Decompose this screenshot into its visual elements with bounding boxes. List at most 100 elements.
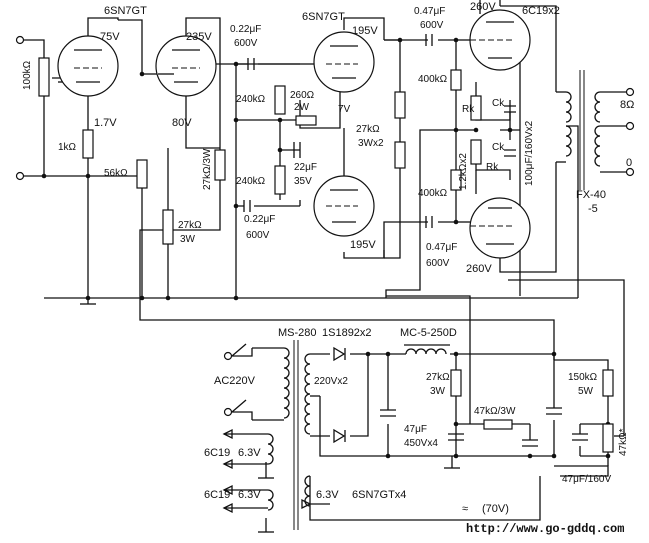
- schematic-label: 195V: [350, 239, 376, 251]
- schematic-label: 600V: [246, 230, 270, 241]
- schematic-label: 450Vx4: [404, 438, 438, 449]
- resistor-27k-3w-b: [214, 149, 226, 181]
- resistor-400k-b: [450, 169, 462, 191]
- cap-22u: [293, 142, 301, 158]
- schematic-label: 27kΩ: [356, 124, 380, 135]
- schematic-label: 3Wx2: [358, 138, 384, 149]
- schematic-label: MC-5-250D: [400, 327, 457, 339]
- schematic-label: 6SN7GT: [302, 11, 345, 23]
- schematic-label: 1kΩ: [58, 142, 77, 153]
- schematic-label: 0.22μF: [230, 24, 261, 35]
- schematic-label: 47kΩ*: [618, 428, 629, 456]
- schematic-label: 47kΩ/3W: [474, 406, 516, 417]
- tube-power-bottom: [469, 197, 531, 259]
- resistor-240k-b: [274, 165, 286, 195]
- schematic-label: 47μF/160V: [562, 474, 611, 485]
- schematic-label: 600V: [420, 20, 444, 31]
- schematic-label: 80V: [172, 117, 192, 129]
- heater-arrows: [222, 428, 312, 514]
- schematic-label: 6SN7GTx4: [352, 489, 406, 501]
- schematic-label: 27kΩ: [426, 372, 450, 383]
- input-terminals: [15, 35, 25, 181]
- cap-47u-a: [380, 409, 396, 417]
- schematic-label: 240kΩ: [236, 94, 266, 105]
- schematic-label: 56kΩ: [104, 168, 128, 179]
- schematic-label: 100μF/160Vx2: [524, 120, 535, 186]
- diodes: [333, 346, 346, 444]
- cap-47u-c: [522, 439, 538, 447]
- schematic-label: Rk: [486, 162, 499, 173]
- resistor-47k-3w: [483, 419, 513, 430]
- schematic-label: 600V: [234, 38, 258, 49]
- resistor-rk-a: [470, 95, 482, 121]
- resistor-27k-ps: [450, 369, 462, 397]
- schematic-label: 27kΩ/3W: [202, 148, 213, 190]
- schematic-label: 3W: [180, 234, 196, 245]
- resistor-56k: [136, 159, 148, 189]
- tube-power-top: [469, 9, 531, 71]
- schematic-label: (70V): [482, 503, 509, 515]
- resistor-rk-b: [470, 139, 482, 165]
- schematic-label: 400kΩ: [418, 188, 448, 199]
- speaker-terminals: [625, 87, 635, 177]
- schematic-label: MS-280: [278, 327, 317, 339]
- schematic-label: 0: [626, 157, 632, 169]
- schematic-label: 6C19: [204, 489, 230, 501]
- schematic-label: 100kΩ: [22, 60, 33, 90]
- labels: 6SN7GT 75V 1.7V 235V 80V 100kΩ 1kΩ 56kΩ …: [22, 1, 634, 536]
- schematic-label: 195V: [352, 25, 378, 37]
- schematic-label: 0.47μF: [426, 242, 457, 253]
- tube-v1: [57, 35, 119, 97]
- resistor-260: [295, 115, 317, 126]
- cap-47u-b: [448, 433, 464, 441]
- tube-v3-bottom: [313, 128, 375, 237]
- cap-47u-160: [572, 433, 588, 441]
- schematic-label: 1S1892x2: [322, 327, 372, 339]
- schematic-label: 260Ω: [290, 90, 315, 101]
- schematic-label: ≈: [462, 503, 468, 515]
- schematic-label: FX-40: [576, 189, 606, 201]
- schematic-label: 3W: [430, 386, 446, 397]
- resistor-240k-a: [274, 85, 286, 115]
- schematic-label: 5W: [578, 386, 594, 397]
- volume-pot: [38, 57, 50, 97]
- schematic-label: 0.47μF: [414, 6, 445, 17]
- schematic-label: 75V: [100, 31, 120, 43]
- tube-v3-top: [313, 31, 375, 118]
- source-url: http://www.go-gddq.com: [466, 522, 624, 536]
- ac-input-terminals: [223, 343, 247, 417]
- resistor-27k-a: [394, 91, 406, 119]
- schematic-label: 2W: [294, 102, 310, 113]
- cap-47u-d: [546, 407, 562, 415]
- schematic-label: 8Ω: [620, 99, 634, 111]
- junction-dots: [41, 37, 611, 459]
- schematic-label: AC220V: [214, 375, 256, 387]
- schematic-label: 600V: [426, 258, 450, 269]
- schematic-label: Ck: [492, 142, 505, 153]
- schematic-label: 22μF: [294, 162, 317, 173]
- output-transformer: [565, 70, 601, 190]
- resistors: [38, 57, 614, 453]
- cap-ck-b: [504, 149, 516, 157]
- schematic-label: 240kΩ: [236, 176, 266, 187]
- schematic-label: 6.3V: [238, 489, 261, 501]
- schematic-label: Rk: [462, 104, 475, 115]
- schematic-label: 260V: [466, 263, 492, 275]
- power-transformer: [267, 340, 311, 530]
- resistor-27k-b: [394, 141, 406, 169]
- resistor-400k-a: [450, 69, 462, 91]
- capacitors: [243, 34, 588, 447]
- tube-v2: [155, 35, 217, 97]
- schematic-label: 400kΩ: [418, 74, 448, 85]
- cap-022-bot: [243, 200, 251, 212]
- schematic-label: 260V: [470, 1, 496, 13]
- schematic-label: 35V: [294, 176, 312, 187]
- resistor-150k: [602, 369, 614, 397]
- schematic-label: 7V: [338, 104, 351, 115]
- schematic-label: 1.2kΩx2: [458, 153, 469, 190]
- schematic-label: 235V: [186, 31, 212, 43]
- schematic-label: 150kΩ: [568, 372, 598, 383]
- cap-047-bot: [425, 216, 433, 228]
- resistor-27k-3w: [162, 209, 174, 245]
